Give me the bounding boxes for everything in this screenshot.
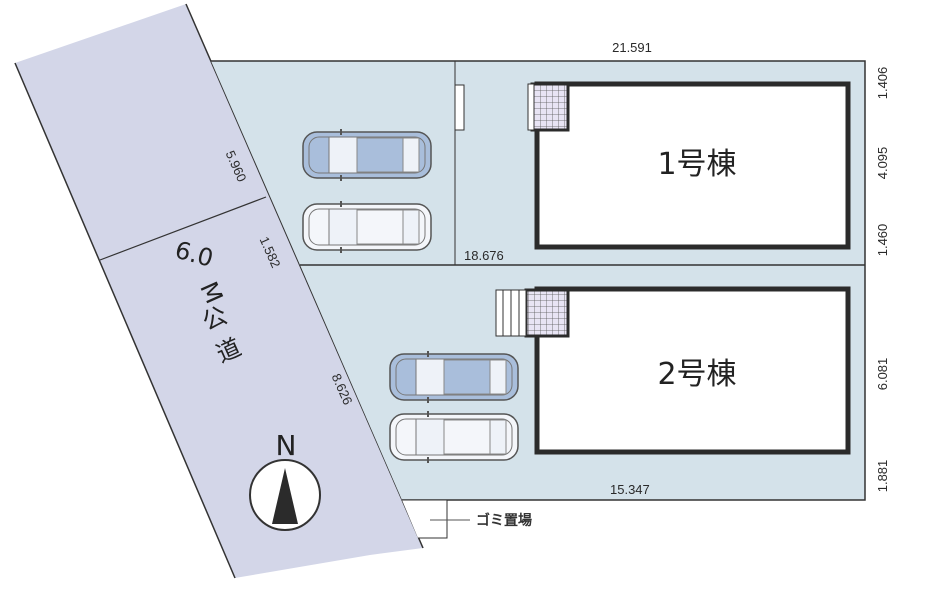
dim-right-4: 6.081: [875, 358, 890, 391]
building-2-label: 2号棟: [657, 357, 736, 392]
building-2-steps: [495, 289, 527, 337]
car-icon: [389, 410, 519, 464]
garbage-area-label: ゴミ置場: [476, 512, 532, 529]
dim-right-1: 1.406: [875, 67, 890, 100]
garbage-area: [402, 499, 448, 539]
dim-right-5: 1.881: [875, 460, 890, 493]
building-1-label: 1号棟: [657, 147, 736, 182]
building-2-porch: [524, 288, 570, 338]
car-icon: [302, 128, 432, 182]
north-arrow-icon: [249, 459, 321, 531]
dim-lot1-bottom: 18.676: [464, 248, 504, 263]
road-left-edge: [14, 62, 236, 579]
dim-right-2: 4.095: [875, 147, 890, 180]
lot-boundary: [211, 60, 866, 501]
building-1-porch: [530, 82, 570, 132]
lot-1-gate: [454, 84, 465, 131]
road-width-line: [99, 196, 267, 261]
car-icon: [302, 200, 432, 254]
dim-top: 21.591: [612, 40, 652, 55]
building-2: [534, 286, 851, 455]
dim-lot2-bottom: 15.347: [610, 482, 650, 497]
car-icon: [389, 350, 519, 404]
building-1-step: [527, 83, 535, 131]
dim-right-3: 1.460: [875, 224, 890, 257]
public-road: [15, 4, 423, 578]
north-label: N: [276, 429, 297, 462]
building-1: [534, 81, 851, 250]
